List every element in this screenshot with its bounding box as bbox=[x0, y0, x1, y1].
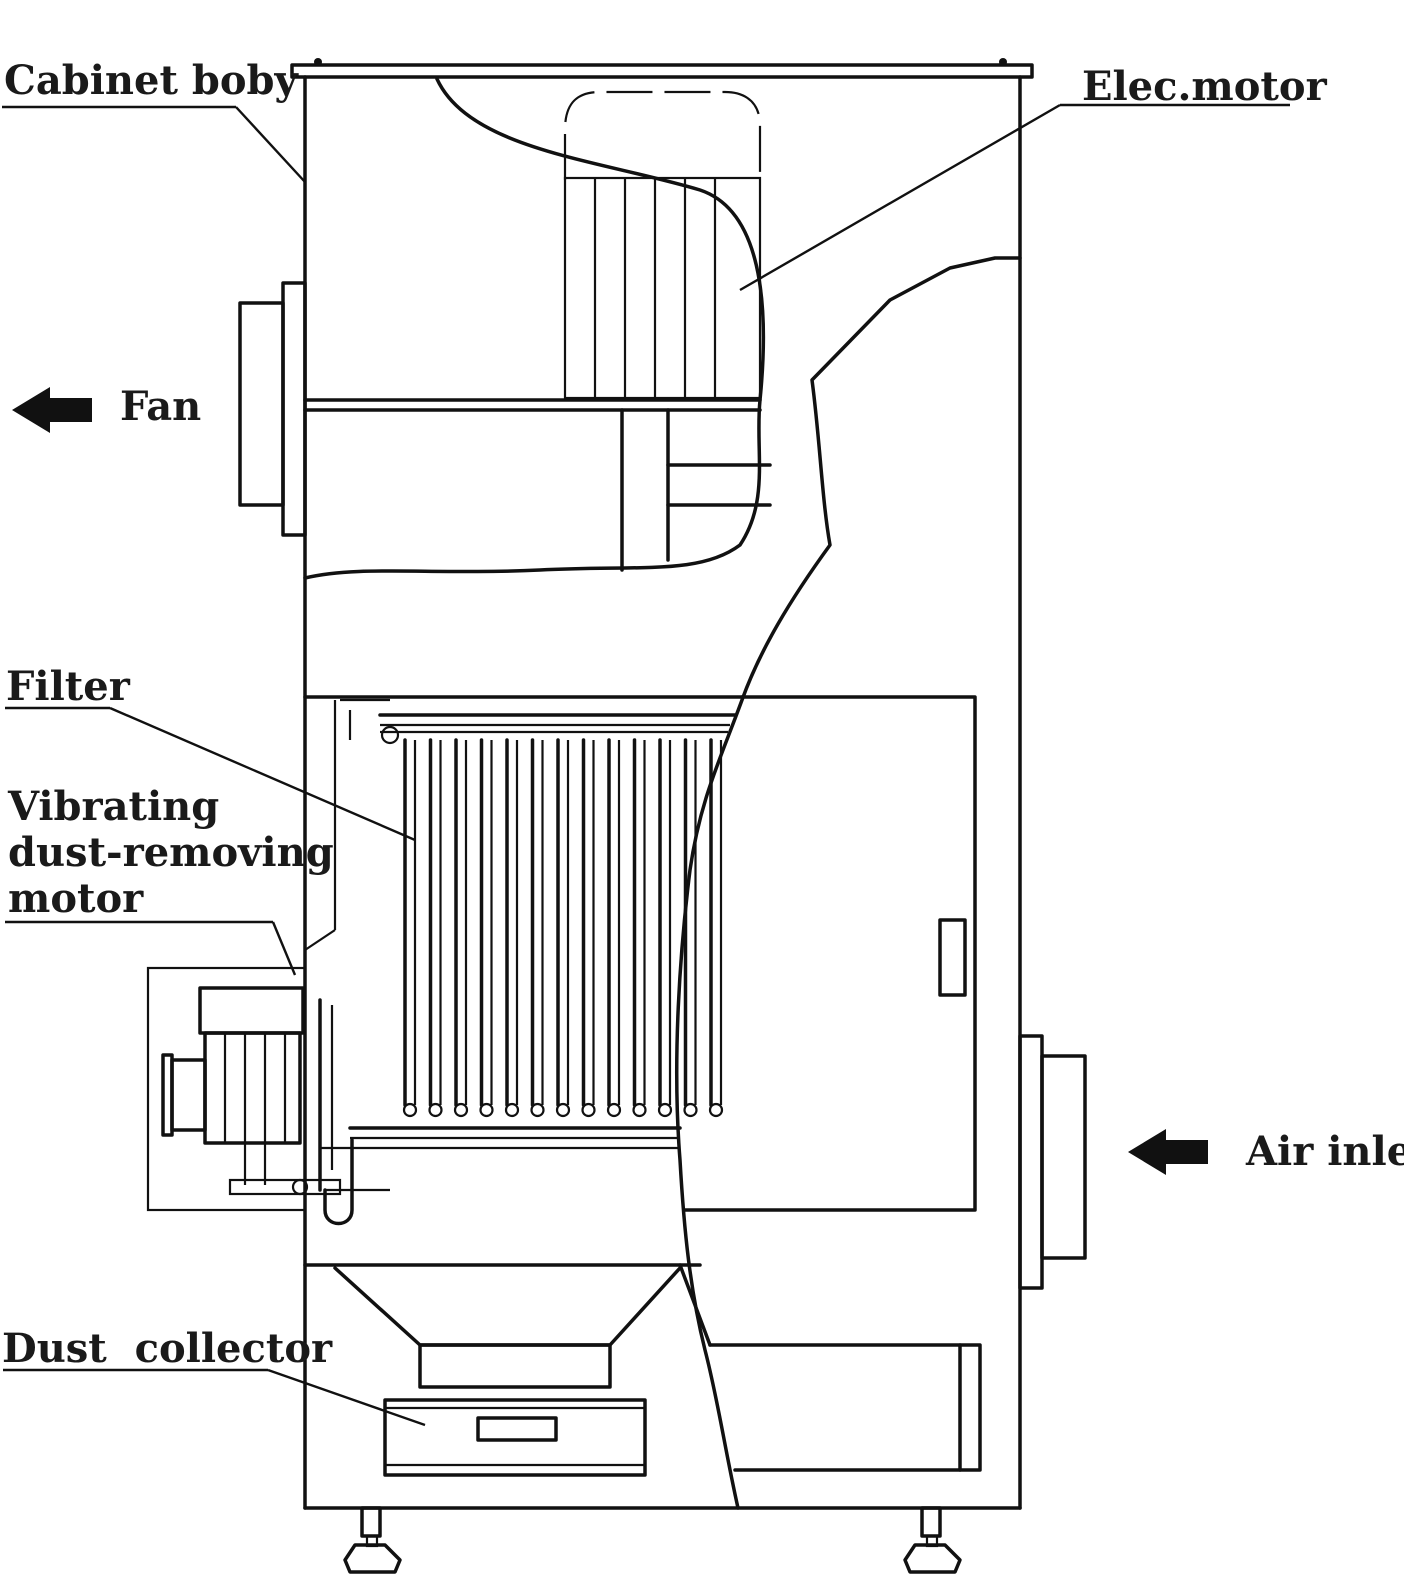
label-fan: Fan bbox=[120, 383, 201, 430]
filter-tube bbox=[708, 738, 724, 1118]
label-vibrating-line2: dust-removing bbox=[8, 829, 334, 876]
elec-motor bbox=[303, 90, 772, 572]
lower-right-panel bbox=[678, 1263, 982, 1472]
filter-tube bbox=[479, 738, 494, 1118]
filter-tube bbox=[402, 738, 418, 1118]
cutaway-upper bbox=[303, 77, 1022, 1510]
filter-tube bbox=[530, 738, 545, 1118]
label-vibrating-line3: motor bbox=[8, 875, 144, 922]
air-inlet-arrow-icon bbox=[1128, 1129, 1208, 1175]
label-vibrating-line1: Vibrating bbox=[7, 783, 219, 830]
filter-tube bbox=[555, 738, 571, 1118]
filter-tube bbox=[504, 738, 520, 1118]
filter-tube bbox=[632, 738, 647, 1118]
filter-tube bbox=[581, 738, 596, 1118]
filter-tube bbox=[606, 738, 622, 1118]
leveling-feet bbox=[343, 1506, 962, 1574]
label-filter: Filter bbox=[6, 663, 131, 710]
label-cabinet-body: Cabinet boby bbox=[4, 57, 299, 104]
fan-arrow-icon bbox=[12, 387, 92, 433]
cabinet-body bbox=[290, 58, 1034, 1510]
filter-tube bbox=[657, 738, 673, 1118]
fan-outlet bbox=[238, 281, 307, 537]
vibrating-motor bbox=[146, 966, 390, 1226]
air-inlet-flange bbox=[1018, 1034, 1087, 1290]
access-door bbox=[683, 695, 977, 1212]
filter-bags bbox=[304, 698, 737, 1150]
hopper bbox=[333, 1266, 682, 1477]
filter-tube bbox=[453, 738, 469, 1118]
label-dust-collector: Dust collector bbox=[2, 1325, 333, 1372]
filter-tube bbox=[683, 738, 698, 1118]
label-air-inlet: Air inlet bbox=[1245, 1128, 1404, 1175]
filter-tube bbox=[428, 738, 443, 1118]
leader-lines bbox=[2, 103, 1290, 1427]
label-elec-motor: Elec.motor bbox=[1082, 63, 1328, 110]
